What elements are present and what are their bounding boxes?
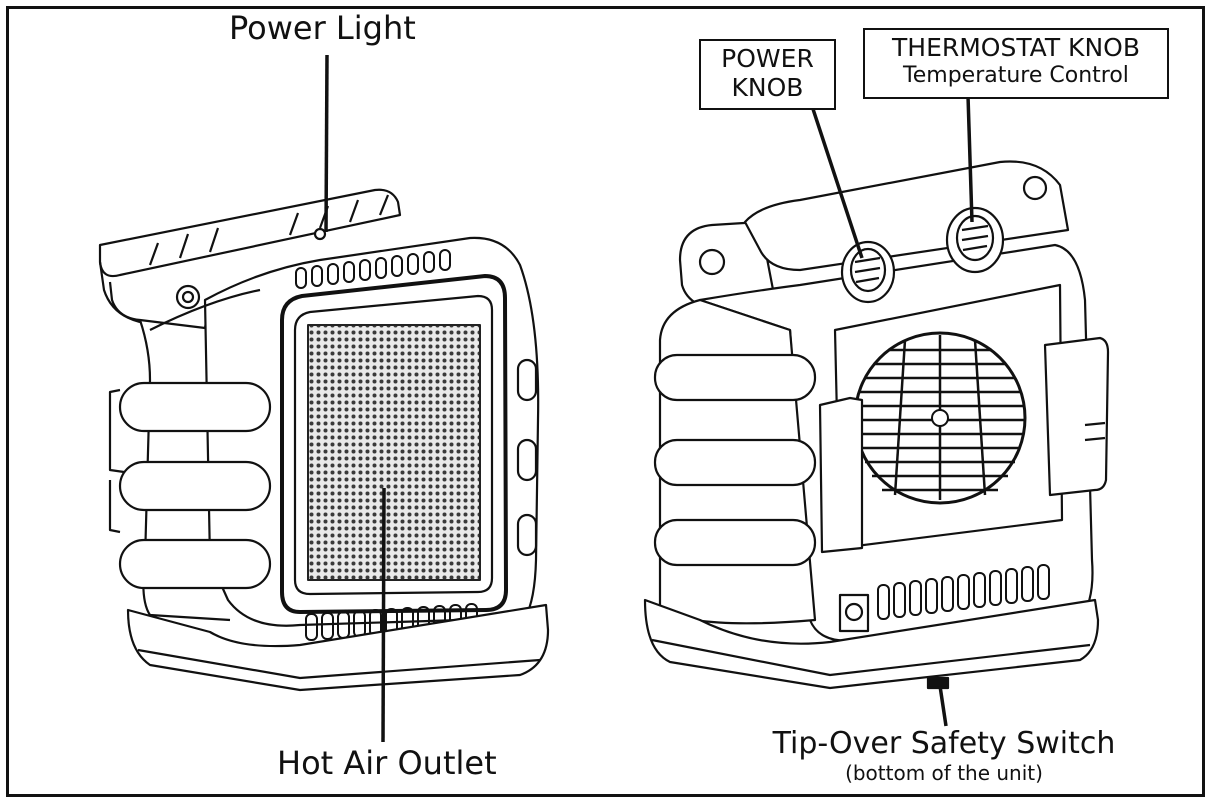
back-heater bbox=[643, 160, 1110, 690]
tip-over-switch-label-line2: (bottom of the unit) bbox=[845, 761, 1043, 785]
tip-over-switch-label-line1: Tip-Over Safety Switch bbox=[772, 726, 1116, 761]
thermostat-knob-label-box: THERMOSTAT KNOB Temperature Control bbox=[863, 28, 1169, 99]
thermostat-knob-label-line2: Temperature Control bbox=[903, 62, 1129, 88]
power-knob-label-line2: KNOB bbox=[731, 72, 804, 102]
front-heater bbox=[98, 188, 550, 692]
power-light-label: Power Light bbox=[229, 9, 416, 47]
tip-over-switch-label: Tip-Over Safety Switch (bottom of the un… bbox=[764, 727, 1124, 786]
thermostat-knob-label-line1: THERMOSTAT KNOB bbox=[892, 33, 1140, 62]
power-knob-label-line1: POWER bbox=[721, 44, 814, 73]
hot-air-outlet-label: Hot Air Outlet bbox=[277, 744, 497, 782]
power-knob-label-box: POWER KNOB bbox=[699, 39, 836, 110]
leader-lines bbox=[324, 54, 974, 743]
